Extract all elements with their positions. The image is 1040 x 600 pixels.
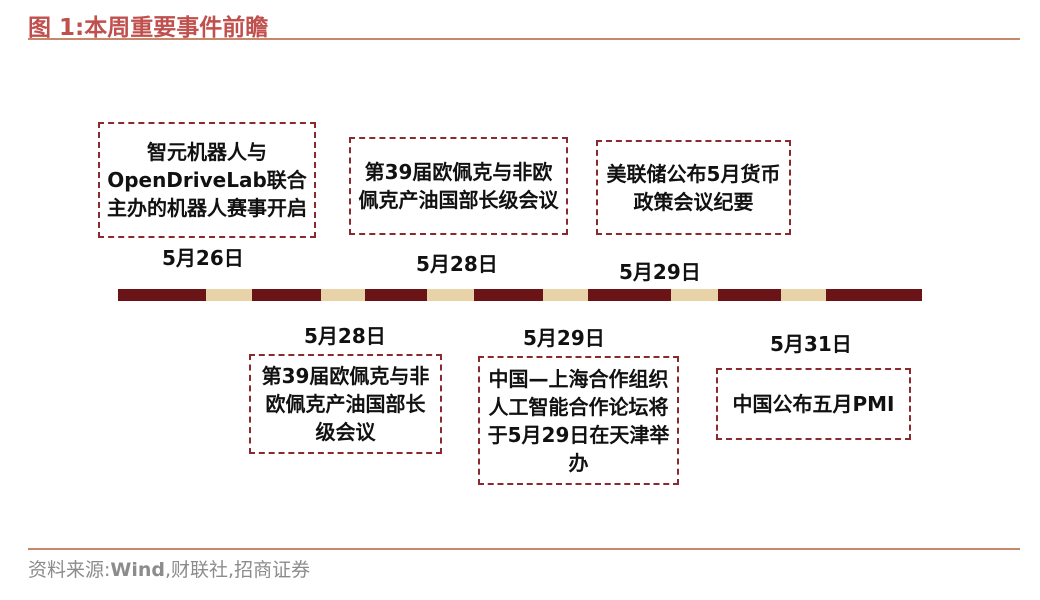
source-label: 资料来源: bbox=[28, 559, 111, 581]
source-rest: ,财联社,招商证券 bbox=[165, 559, 311, 581]
event-text-2: 第39届欧佩克与非欧佩克产油国部长级会议 bbox=[358, 160, 559, 212]
event-text-3: 美联储公布5月货币政策会议纪要 bbox=[606, 161, 781, 214]
bottom-divider bbox=[28, 548, 1020, 550]
event-text-5: 中国—上海合作组织人工智能合作论坛将于5月29日在天津举办 bbox=[487, 366, 670, 475]
timeline-segment bbox=[543, 289, 588, 301]
event-text-4: 第39届欧佩克与非欧佩克产油国部长级会议 bbox=[261, 364, 430, 444]
event-box-6: 中国公布五月PMI bbox=[716, 368, 911, 440]
timeline-segment bbox=[206, 289, 252, 301]
event-box-2: 第39届欧佩克与非欧佩克产油国部长级会议 bbox=[349, 137, 568, 235]
event-text-1: 智元机器人与OpenDriveLab联合主办的机器人赛事开启 bbox=[107, 140, 307, 220]
event-box-4: 第39届欧佩克与非欧佩克产油国部长级会议 bbox=[249, 354, 442, 454]
event-box-3: 美联储公布5月货币政策会议纪要 bbox=[596, 140, 791, 235]
event-date-2: 5月28日 bbox=[416, 252, 498, 276]
event-date-6: 5月31日 bbox=[770, 332, 852, 356]
source-wind: Wind bbox=[110, 559, 166, 581]
event-date-1: 5月26日 bbox=[162, 246, 244, 270]
event-text-6: 中国公布五月PMI bbox=[732, 392, 895, 416]
event-date-3: 5月29日 bbox=[619, 260, 701, 284]
timeline-segment bbox=[781, 289, 826, 301]
timeline-bar bbox=[118, 289, 922, 301]
timeline-segment bbox=[321, 289, 365, 301]
event-date-4: 5月28日 bbox=[304, 324, 386, 348]
event-date-5: 5月29日 bbox=[523, 326, 605, 350]
top-divider bbox=[28, 38, 1020, 40]
source-note: 资料来源:Wind,财联社,招商证券 bbox=[28, 555, 310, 582]
timeline-segment bbox=[671, 289, 718, 301]
figure-title: 图 1:本周重要事件前瞻 bbox=[28, 15, 269, 41]
event-box-1: 智元机器人与OpenDriveLab联合主办的机器人赛事开启 bbox=[98, 122, 316, 238]
timeline-segment bbox=[427, 289, 474, 301]
event-box-5: 中国—上海合作组织人工智能合作论坛将于5月29日在天津举办 bbox=[478, 356, 679, 485]
